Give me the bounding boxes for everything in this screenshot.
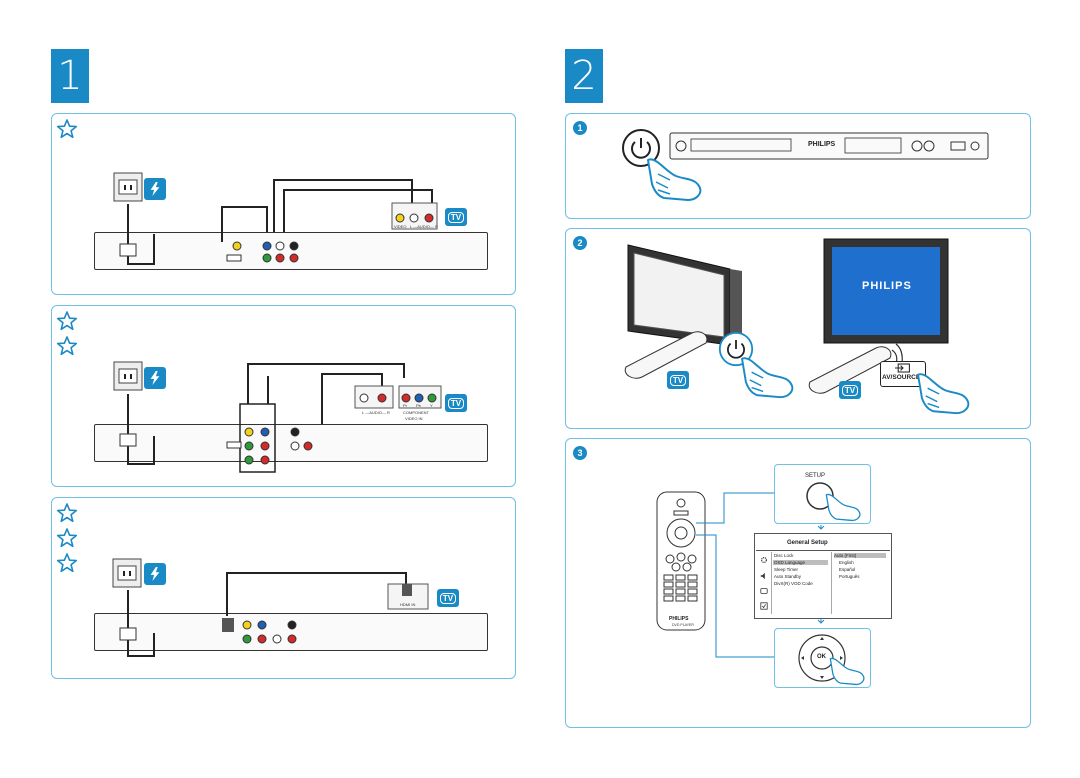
- remote-model: DVD PLAYER: [672, 623, 694, 627]
- power-outlet-icon: [112, 558, 142, 588]
- menu-item-sleep-timer[interactable]: Sleep Timer: [774, 567, 799, 572]
- tv-screen: [823, 238, 949, 344]
- step-bullet: 2: [573, 236, 587, 250]
- tv-icon: TV: [445, 208, 467, 226]
- composite-cables: [119, 179, 438, 265]
- remote-control-icon: [624, 331, 708, 379]
- component-label: COMPONENT: [403, 410, 429, 415]
- star-icon: [56, 528, 78, 548]
- audio-label: L —AUDIO— R: [362, 410, 390, 415]
- power-outlet-icon: [113, 172, 143, 202]
- video-label: VIDEO: [394, 224, 407, 229]
- menu-item-auto-standby[interactable]: Auto Standby: [774, 574, 802, 579]
- menu-option-english[interactable]: English: [839, 560, 854, 565]
- dvd-player-rear: [94, 232, 488, 270]
- lightning-icon: [144, 563, 166, 585]
- menu-option-column: [831, 552, 832, 614]
- source-icon: [895, 363, 910, 373]
- menu-option-auto[interactable]: Auto (First): [834, 553, 886, 558]
- step-bullet: 3: [573, 446, 587, 460]
- y-label: Y: [430, 403, 433, 408]
- star-icon: [56, 311, 78, 331]
- setup-button-box: SETUP: [774, 464, 871, 524]
- ok-label[interactable]: OK: [817, 654, 826, 660]
- star-icon: [56, 119, 78, 139]
- hand-press-icon: [647, 158, 702, 201]
- composite-connection-panel: VIDEO L —AUDIO— R TV: [51, 113, 516, 295]
- step-bullet: 1: [573, 121, 587, 135]
- hand-press-icon: [741, 357, 794, 399]
- star-icon: [56, 503, 78, 523]
- lightning-icon: [144, 178, 166, 200]
- component-cables: [119, 363, 442, 473]
- av-source-label: AV/SOURCE: [882, 374, 921, 381]
- setup-panel: 3 PHILIPS DVD PLAYER SETUP: [565, 438, 1031, 728]
- audio-label: L —AUDIO— R: [410, 224, 438, 229]
- tv-on-panel: 2 TV PHILIPS TV AV/SOURCE: [565, 228, 1031, 429]
- checklist-icon: [760, 602, 768, 610]
- gear-icon: [761, 557, 767, 563]
- tv-icon: TV: [839, 381, 861, 399]
- connector-lines: [696, 492, 825, 658]
- hdmi-cable: [119, 572, 429, 657]
- pr-label: Pr: [403, 403, 407, 408]
- hand-press-icon: [825, 493, 861, 522]
- player-brand: PHILIPS: [808, 141, 836, 148]
- power-outlet-icon: [113, 361, 143, 391]
- power-button-icon[interactable]: [621, 128, 661, 168]
- menu-item-osd-language[interactable]: OSD Language: [773, 560, 828, 565]
- step-number-1: 1: [51, 49, 89, 103]
- menu-title: General Setup: [787, 540, 828, 546]
- ok-button-box: OK: [774, 628, 871, 688]
- menu-option-portugues[interactable]: Português: [839, 574, 860, 579]
- pb-label: Pb: [416, 403, 421, 408]
- dvd-player-rear: [94, 613, 488, 651]
- power-on-player-panel: 1 PHILIPS: [565, 113, 1031, 219]
- menu-item-divx-vod-code[interactable]: DivX(R) VOD Code: [774, 581, 813, 586]
- component-connection-panel: L —AUDIO— R Pr Pb Y COMPONENT VIDEO IN T…: [51, 305, 516, 487]
- hand-press-icon: [917, 373, 970, 415]
- screen-icon: [760, 588, 768, 594]
- hdmi-in-label: HDMI IN: [400, 602, 416, 607]
- tv-brand: PHILIPS: [862, 280, 912, 292]
- general-setup-menu: General Setup Disc Lock OSD Language Sle…: [754, 533, 892, 619]
- tv-icon: TV: [437, 589, 459, 607]
- menu-item-disc-lock[interactable]: Disc Lock: [774, 553, 794, 558]
- step-number-2: 2: [565, 49, 603, 103]
- menu-icon-column: [757, 552, 772, 614]
- star-icon: [56, 553, 78, 573]
- video-in-label: VIDEO IN: [405, 416, 423, 421]
- hand-press-icon: [829, 657, 865, 686]
- remote-brand: PHILIPS: [669, 616, 689, 622]
- setup-label: SETUP: [805, 473, 826, 479]
- menu-divider: [756, 550, 890, 551]
- menu-option-espanol[interactable]: Español: [839, 567, 856, 572]
- hdmi-connection-panel: HDMI IN TV: [51, 497, 516, 679]
- tv-icon: [627, 244, 742, 346]
- remote-control-icon: [656, 491, 706, 631]
- speaker-icon: [760, 572, 765, 580]
- lightning-icon: [144, 367, 166, 389]
- star-icon: [56, 336, 78, 356]
- tv-icon: TV: [445, 394, 467, 412]
- dvd-player-front: [669, 132, 989, 160]
- tv-icon: TV: [667, 371, 689, 389]
- power-button-icon[interactable]: [718, 331, 754, 367]
